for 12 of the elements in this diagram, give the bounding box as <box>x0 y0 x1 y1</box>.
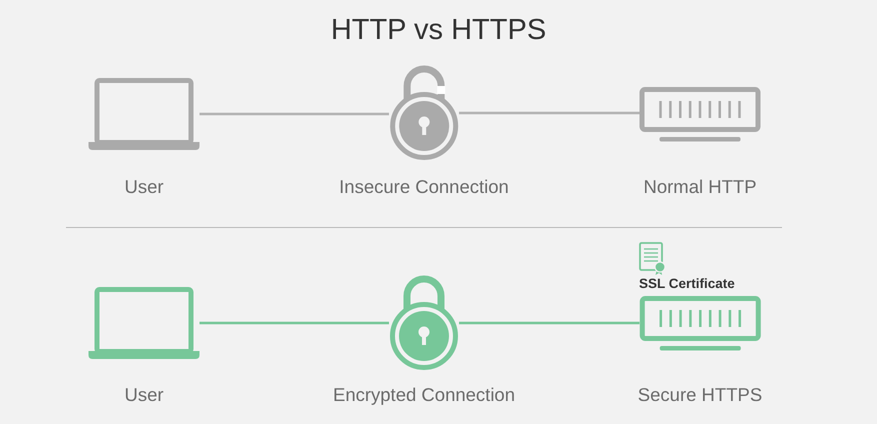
node-label: Insecure Connection <box>339 176 509 198</box>
node-label: User <box>124 384 164 406</box>
node-label: Encrypted Connection <box>332 384 516 406</box>
node-label: Normal HTTP <box>643 176 757 198</box>
caption-label: SSL Certificate <box>639 276 735 292</box>
connector-line <box>200 112 389 116</box>
connector-line <box>200 322 389 324</box>
node-label: User <box>124 176 164 198</box>
connector-line <box>459 322 640 324</box>
node-label: Secure HTTPS <box>638 384 762 406</box>
title: HTTP vs HTTPS <box>330 13 546 48</box>
connector-line <box>459 112 640 114</box>
